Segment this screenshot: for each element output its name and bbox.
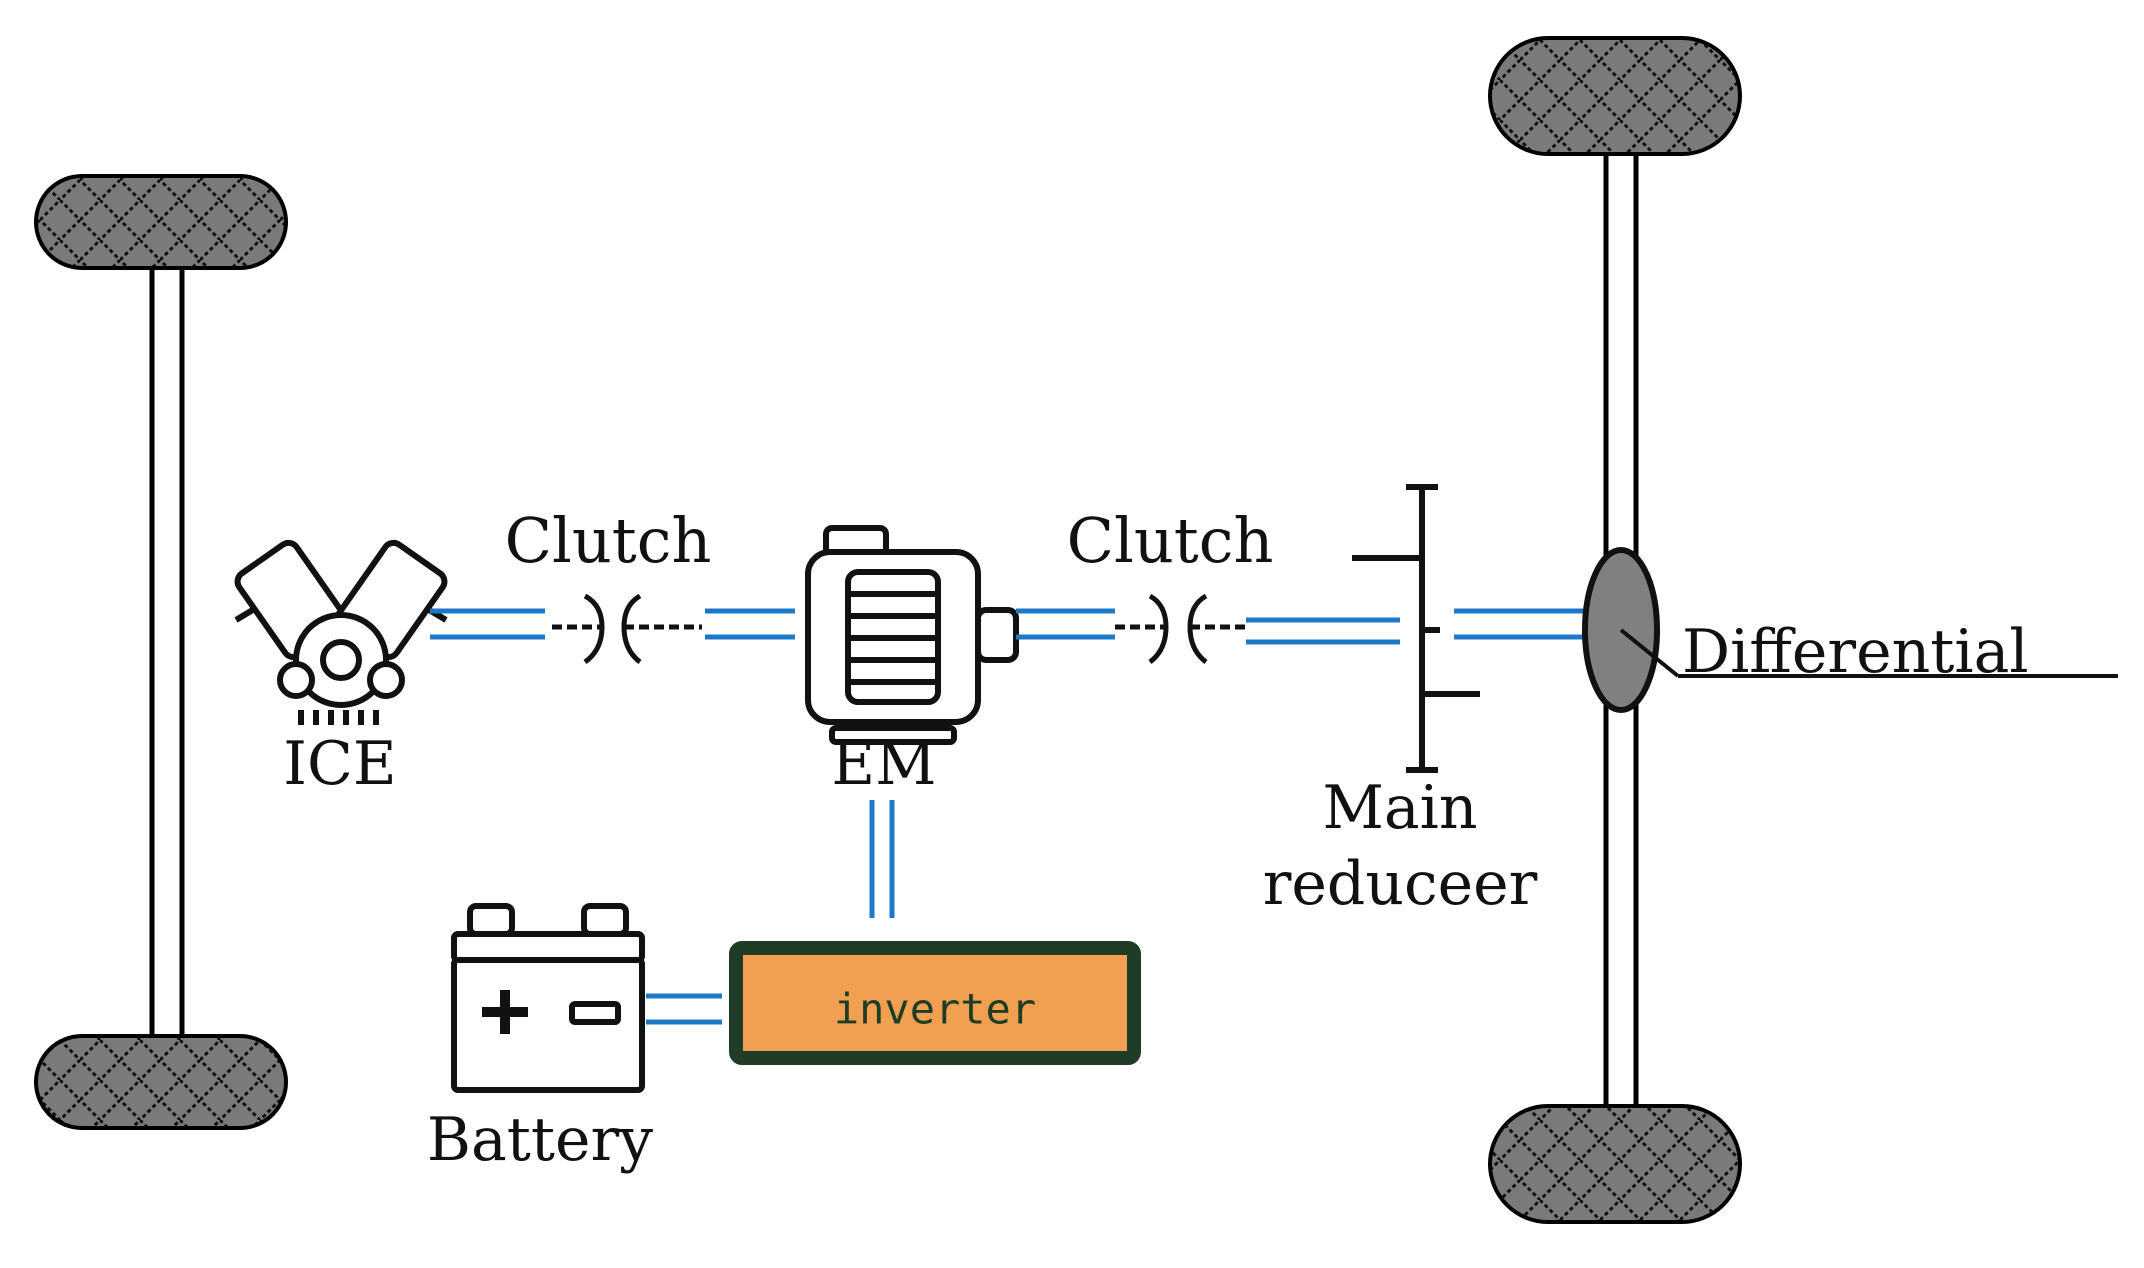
left-axle-shaft	[149, 259, 185, 1045]
engine-icon	[234, 539, 448, 725]
battery-icon	[451, 903, 645, 1093]
left-rear-tire	[34, 1034, 288, 1130]
inverter-label: inverter	[834, 985, 1036, 1034]
differential-label: Differential	[1682, 617, 2029, 687]
main-reducer-symbol	[1352, 484, 1480, 773]
main-reducer-label-line2: reduceer	[1263, 849, 1538, 919]
ice-label: ICE	[283, 729, 396, 799]
shaft-lines	[430, 608, 1586, 1025]
clutch-right-symbol	[1115, 593, 1246, 664]
inverter-box: inverter	[729, 941, 1141, 1065]
left-axle	[34, 174, 288, 1130]
em-label: EM	[831, 729, 936, 799]
main-reducer-label-line1: Main	[1322, 773, 1477, 843]
battery-label: Battery	[427, 1105, 653, 1175]
right-rear-tire	[1488, 1104, 1742, 1224]
electric-motor-icon	[805, 525, 1019, 745]
right-front-tire	[1488, 36, 1742, 156]
differential-symbol	[1582, 547, 2118, 713]
clutch-right-label: Clutch	[1067, 504, 1274, 577]
left-front-tire	[34, 174, 288, 270]
clutch-left-label: Clutch	[505, 504, 712, 577]
inverter-body	[729, 941, 1141, 1065]
clutch-left-symbol	[552, 593, 702, 665]
